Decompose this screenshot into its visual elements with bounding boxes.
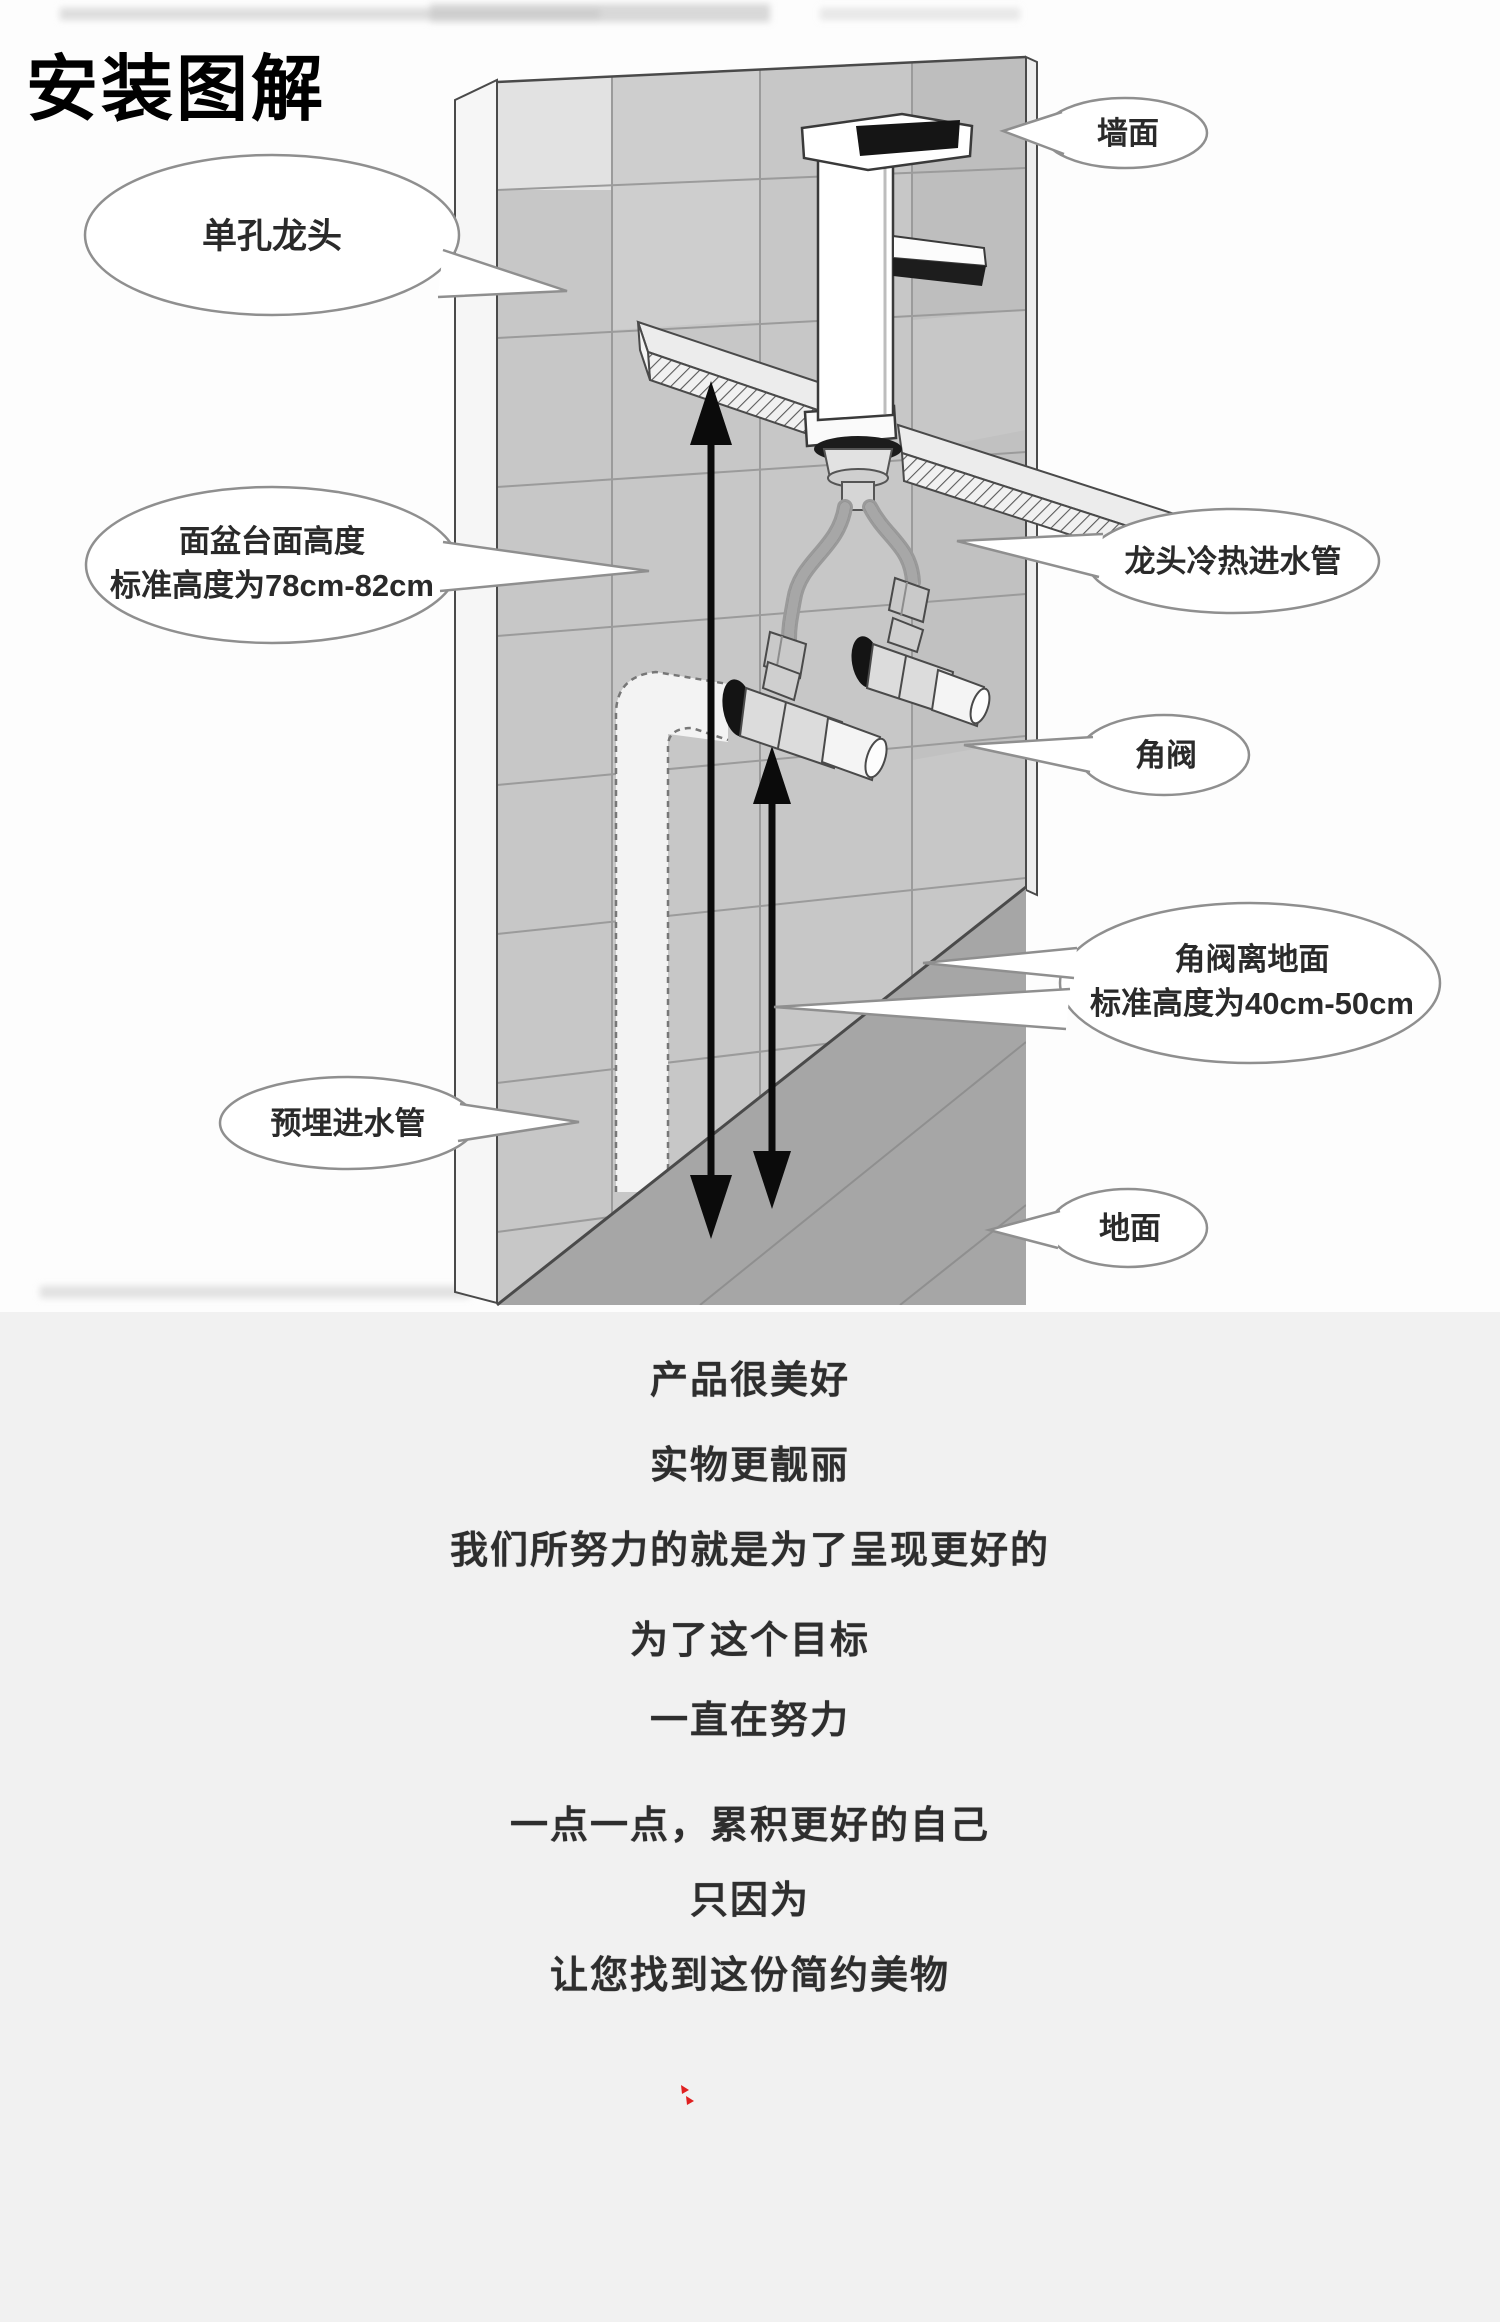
supply-hoses	[781, 499, 921, 648]
marketing-line: 为了这个目标	[629, 1620, 870, 1662]
marketing-line: 只因为	[689, 1880, 810, 1922]
measure-arrow-valve-height	[753, 746, 791, 1209]
installation-diagram-section: 墙面 单孔龙头 面盆台面高度 标准高度为78cm-82cm 龙头冷热进水管 角阀…	[26, 4, 1442, 1307]
callout-hoses-label: 龙头冷热进水管	[1125, 544, 1342, 579]
callout-counter-height: 面盆台面高度 标准高度为78cm-82cm	[84, 485, 650, 645]
callout-valve: 角阀	[963, 713, 1251, 797]
embedded-inlet-pipe	[614, 670, 729, 1192]
marketing-line: 一直在努力	[649, 1700, 850, 1742]
marketing-line: 我们所努力的就是为了呈现更好的	[449, 1530, 1050, 1572]
marketing-text-section: 产品很美好 实物更靓丽 我们所努力的就是为了呈现更好的 为了这个目标 一直在努力…	[0, 1312, 1500, 2322]
callout-valve-height-line2: 标准高度为40cm-50cm	[1090, 986, 1414, 1021]
marketing-line: 让您找到这份简约美物	[549, 1955, 950, 1997]
callout-floor-label: 地面	[1099, 1211, 1161, 1246]
faucet	[762, 112, 988, 680]
callout-faucet: 单孔龙头	[83, 153, 568, 317]
callout-counter-height-line1: 面盆台面高度	[179, 524, 365, 559]
marketing-line: 产品很美好	[649, 1360, 850, 1402]
watermark-smudges	[40, 4, 1020, 1298]
marketing-line: 一点一点，累积更好的自己	[509, 1805, 990, 1847]
measure-arrow-counter-height	[690, 381, 732, 1239]
callout-hoses: 龙头冷热进水管	[956, 507, 1381, 615]
countertop-left	[636, 320, 842, 447]
callout-faucet-label: 单孔龙头	[202, 217, 342, 256]
callout-wall-label: 墙面	[1097, 116, 1159, 151]
callout-wall: 墙面	[999, 96, 1209, 170]
marketing-line: 实物更靓丽	[649, 1445, 850, 1487]
installation-diagram: 墙面 单孔龙头 面盆台面高度 标准高度为78cm-82cm 龙头冷热进水管 角阀…	[40, 4, 1442, 1307]
callout-counter-height-line2: 标准高度为78cm-82cm	[110, 568, 434, 603]
callout-floor: 地面	[984, 1187, 1209, 1269]
callout-valve-height: 角阀离地面 标准高度为40cm-50cm	[773, 901, 1442, 1065]
floor	[496, 885, 1027, 1307]
red-artifact-mark	[681, 2085, 694, 2105]
angle-valve-right	[851, 616, 991, 728]
angle-valve-left	[722, 660, 888, 782]
callout-embedded-pipe-label: 预埋进水管	[271, 1106, 426, 1141]
page-title: 安装图解	[26, 50, 327, 130]
callout-valve-label: 角阀	[1135, 738, 1197, 773]
callout-embedded-pipe: 预埋进水管	[218, 1075, 580, 1171]
callout-valve-height-line1: 角阀离地面	[1175, 942, 1330, 977]
